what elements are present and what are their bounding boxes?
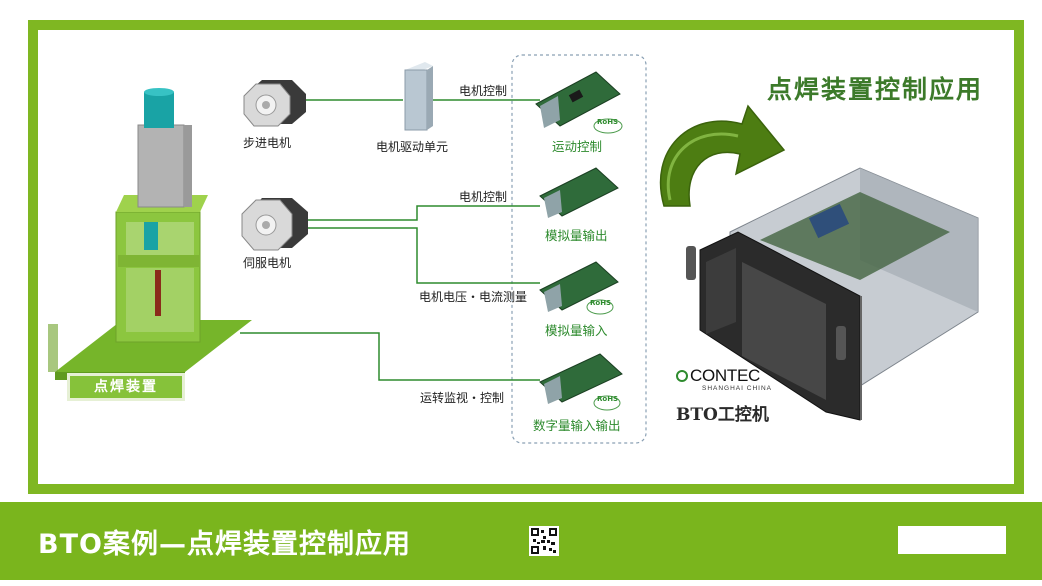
rohs-badge-motion: RoHS: [597, 118, 619, 126]
connection-label-motor-control-1: 电机控制: [459, 84, 508, 98]
contec-subtitle: SHANGHAI CHINA: [702, 385, 772, 392]
bto-pc-label: BTO工控机: [676, 405, 769, 425]
drive-unit-icon: [404, 62, 433, 131]
curved-arrow-icon: [659, 104, 786, 207]
board-label-analog-out: 模拟量输出: [545, 228, 608, 243]
spot-welder-illustration: [48, 88, 252, 380]
connection-label-voltage-current: 电机电压・电流测量: [419, 290, 528, 304]
rohs-badge-digital-io: RoHS: [597, 395, 619, 403]
servo-motor-icon: [241, 198, 308, 251]
diagram-title: 点焊装置控制应用: [766, 75, 983, 104]
connection-label-operation-monitor: 运转监视・控制: [420, 391, 505, 405]
industrial-pc-image: [686, 167, 979, 421]
qr-code-icon[interactable]: [529, 526, 559, 556]
servo-motor-label: 伺服电机: [243, 256, 292, 270]
board-analog-out-icon: [539, 167, 619, 218]
contec-logo-icon: [676, 370, 688, 382]
board-label-motion: 运动控制: [552, 139, 603, 154]
board-motion-icon: [535, 71, 623, 134]
board-analog-in-icon: [539, 261, 619, 315]
connection-label-motor-control-2: 电机控制: [459, 190, 508, 204]
contec-logo-text: CONTEC: [690, 366, 760, 385]
board-label-digital-io: 数字量输入输出: [533, 418, 621, 433]
drive-unit-label: 电机驱动单元: [376, 140, 449, 154]
footer-title: BTO案例—点焊装置控制应用: [38, 529, 411, 560]
connection-lines: [240, 99, 540, 381]
board-group-outline: [511, 54, 647, 444]
footer-white-box: [898, 526, 1006, 554]
stepper-motor-label: 步进电机: [243, 136, 292, 150]
contec-logo: CONTEC: [676, 366, 760, 386]
stepper-motor-icon: [243, 80, 306, 127]
board-label-analog-in: 模拟量输入: [545, 323, 608, 338]
rohs-badge-analog-in: RoHS: [590, 299, 612, 307]
board-digital-io-icon: [539, 353, 623, 411]
spot-welder-label: 点焊装置: [70, 376, 182, 398]
footer-bar: BTO案例—点焊装置控制应用: [0, 502, 1042, 580]
